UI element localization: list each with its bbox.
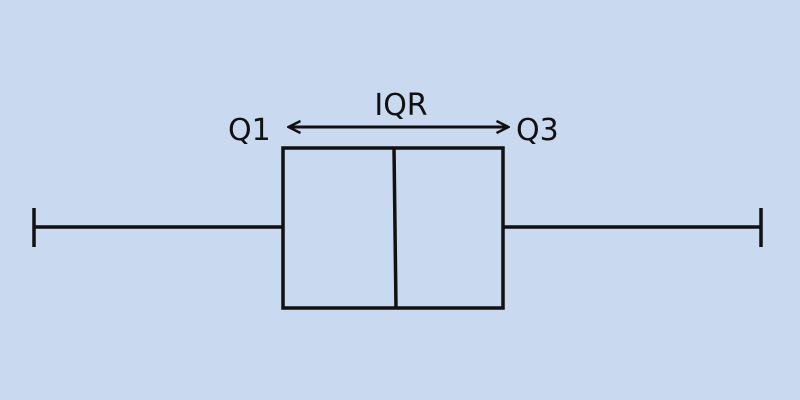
iqr-label: IQR <box>374 88 427 123</box>
q1-label: Q1 <box>228 113 271 148</box>
q3-label: Q3 <box>516 113 559 148</box>
median-line <box>392 147 398 309</box>
interquartile-box <box>281 146 505 310</box>
